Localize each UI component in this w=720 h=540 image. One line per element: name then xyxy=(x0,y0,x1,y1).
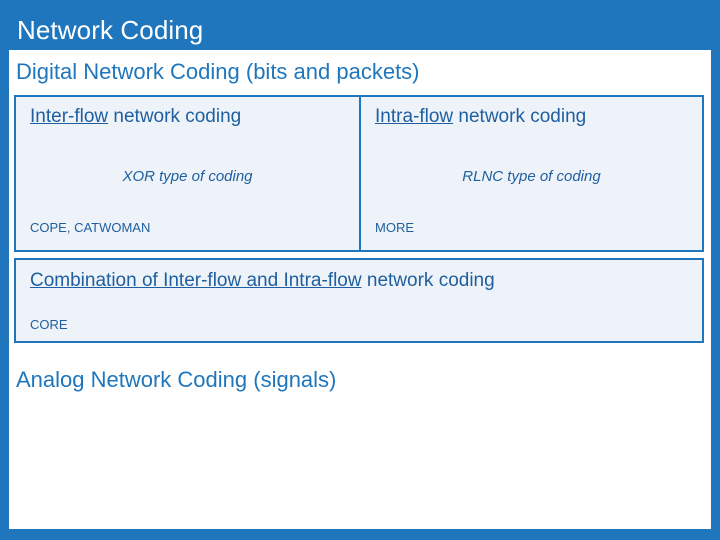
frame-border-left xyxy=(0,0,9,540)
page-title: Network Coding xyxy=(17,14,204,45)
frame-border-bottom xyxy=(0,529,720,540)
intra-flow-heading-underlined: Intra-flow xyxy=(375,106,454,127)
inter-flow-heading: Inter-flow network coding xyxy=(30,105,241,129)
digital-section-heading: Digital Network Coding (bits and packets… xyxy=(16,59,420,84)
intra-flow-cell: Intra-flow network coding RLNC type of c… xyxy=(361,97,702,250)
inter-flow-heading-rest: network coding xyxy=(108,106,242,127)
intra-flow-coding-type: RLNC type of coding xyxy=(462,168,601,185)
inter-flow-cell: Inter-flow network coding XOR type of co… xyxy=(16,97,361,250)
combination-heading-underlined: Combination of Inter-flow and Intra-flow xyxy=(30,270,362,291)
combination-heading-rest: network coding xyxy=(361,270,495,291)
inter-flow-coding-type: XOR type of coding xyxy=(122,168,253,185)
analog-section-heading: Analog Network Coding (signals) xyxy=(16,367,337,392)
frame-border-top xyxy=(0,0,720,9)
intra-flow-examples: MORE xyxy=(375,220,414,235)
combination-examples: CORE xyxy=(30,317,68,332)
inter-flow-heading-underlined: Inter-flow xyxy=(30,106,109,127)
intra-flow-heading: Intra-flow network coding xyxy=(375,105,586,129)
digital-coding-box: Inter-flow network coding XOR type of co… xyxy=(14,95,704,252)
intra-flow-heading-rest: network coding xyxy=(453,106,587,127)
combination-heading: Combination of Inter-flow and Intra-flow… xyxy=(30,269,495,293)
inter-flow-examples: COPE, CATWOMAN xyxy=(30,220,151,235)
slide-title-bar: Network Coding xyxy=(9,9,711,50)
frame-border-right xyxy=(711,0,720,540)
combination-box: Combination of Inter-flow and Intra-flow… xyxy=(14,258,704,343)
